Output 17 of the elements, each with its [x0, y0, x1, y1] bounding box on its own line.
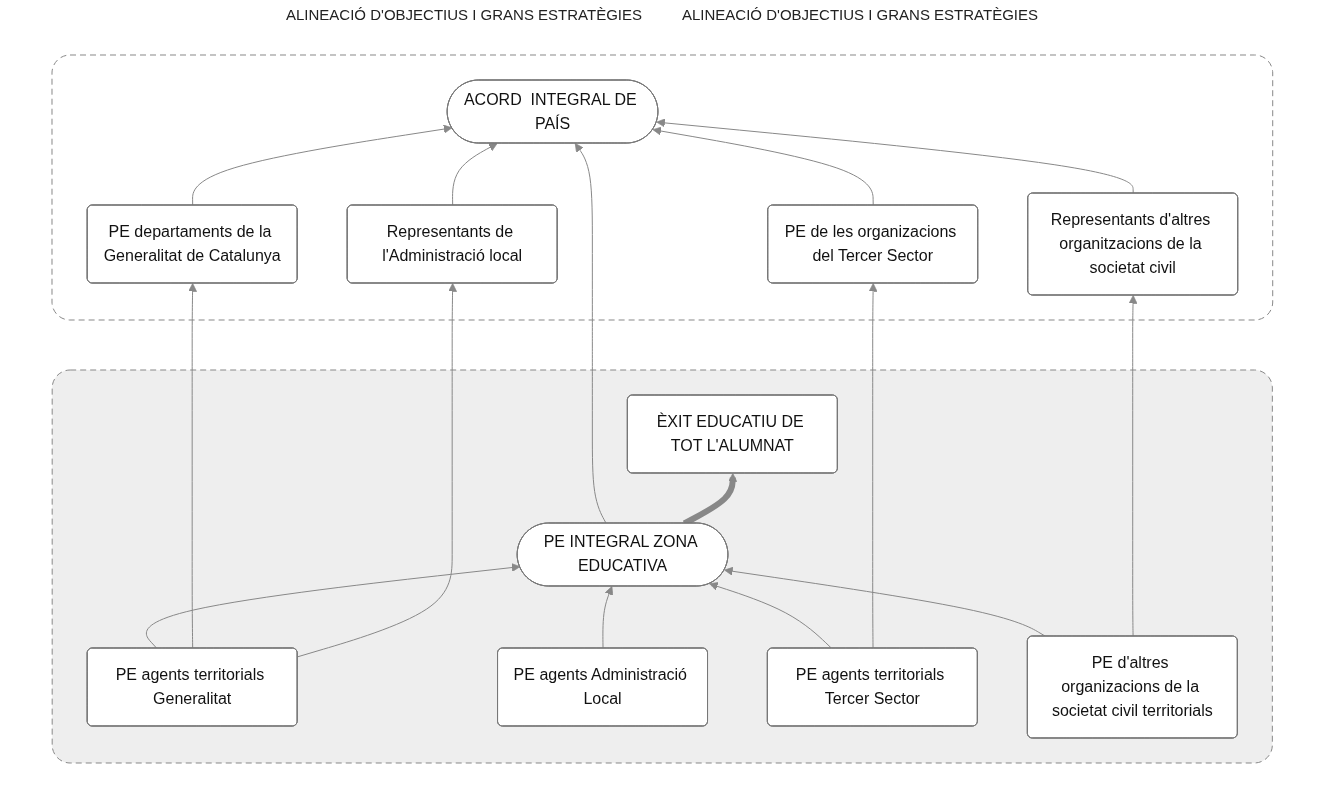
arrow — [652, 126, 874, 206]
arrow — [723, 566, 1046, 637]
cluster — [51, 54, 1273, 321]
arrow — [296, 283, 457, 658]
arrow — [655, 118, 1134, 194]
arrow — [602, 586, 613, 649]
arrow — [868, 283, 878, 649]
arrow — [708, 582, 832, 649]
arrow — [574, 143, 607, 524]
strategy-label: ALINEACIÓ D'OBJECTIUS I GRANS ESTRATÈGIES — [286, 6, 642, 23]
arrow — [145, 563, 520, 649]
cluster — [51, 369, 1273, 764]
arrow — [191, 124, 452, 206]
arrow — [187, 283, 197, 649]
arrow — [1128, 295, 1138, 637]
arrow — [451, 143, 498, 206]
strategy-label: ALINEACIÓ D'OBJECTIUS I GRANS ESTRATÈGIES — [682, 6, 1038, 23]
